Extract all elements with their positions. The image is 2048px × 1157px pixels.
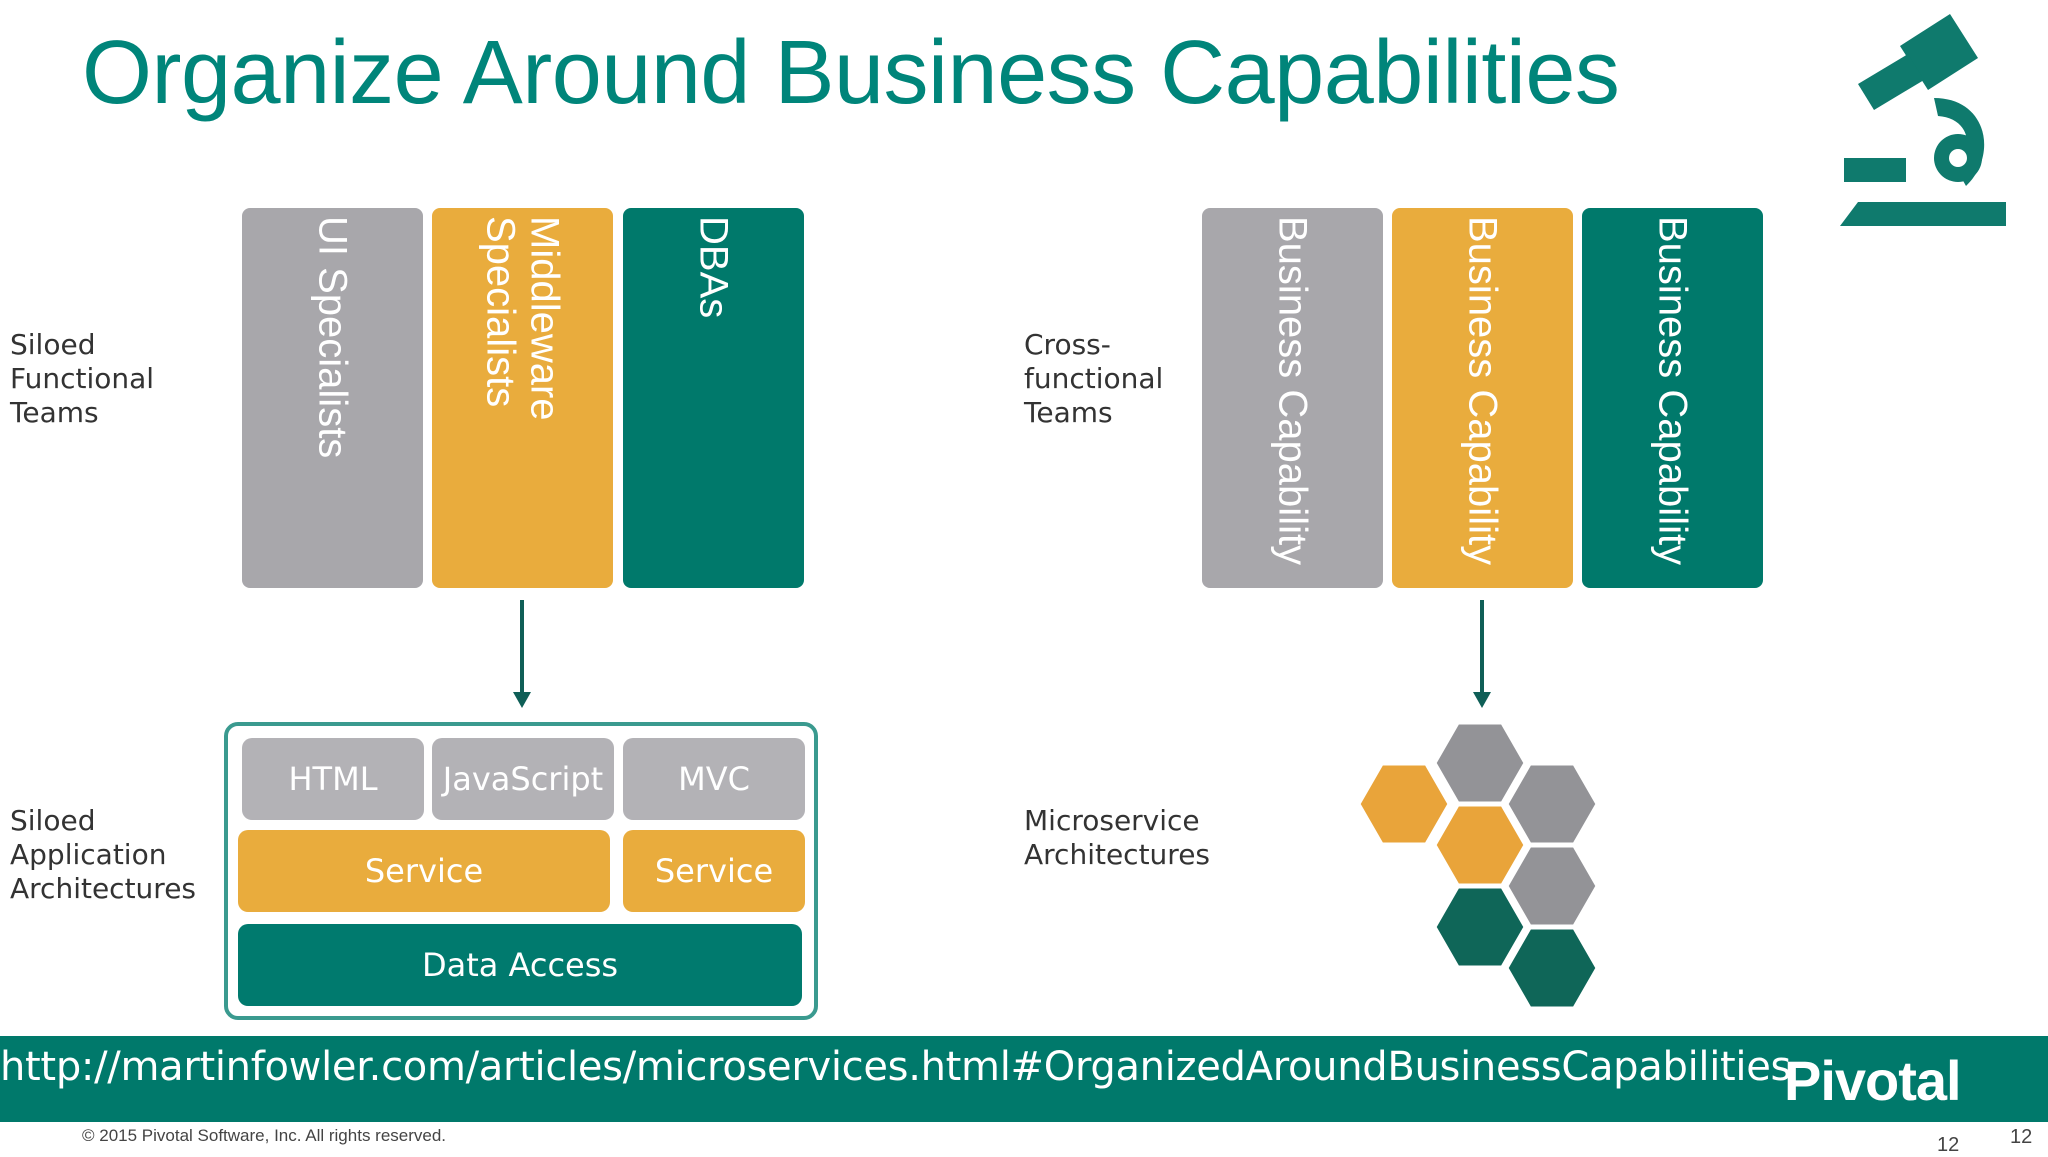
siloed-architecture-stack	[224, 722, 818, 1020]
arrow-left-shaft	[520, 600, 524, 692]
hexagon-orange-center	[1433, 803, 1527, 887]
column-label: Business Capability	[1270, 216, 1315, 566]
mvc-block: MVC	[623, 738, 805, 820]
column-label: UI Specialists	[310, 216, 355, 459]
column-label: Business Capability	[1460, 216, 1505, 566]
html-block: HTML	[242, 738, 424, 820]
column-label: Business Capability	[1650, 216, 1695, 566]
middleware-specialists-column: Middleware Specialists	[432, 208, 613, 588]
column-label: Middleware Specialists	[478, 216, 567, 421]
pivotal-logo: Pivotal	[1784, 1049, 1962, 1112]
copyright-text: © 2015 Pivotal Software, Inc. All rights…	[82, 1126, 447, 1145]
column-label: DBAs	[691, 216, 736, 319]
arrow-left-head	[513, 692, 531, 708]
data-access-block: Data Access	[238, 924, 802, 1006]
javascript-block: JavaScript	[432, 738, 614, 820]
page-title: Organize Around Business Capabilities	[82, 23, 1620, 123]
page-number-faint: 12	[1937, 1134, 1960, 1156]
hexagon-teal-left	[1433, 885, 1527, 969]
business-capability-column-2: Business Capability	[1392, 208, 1573, 588]
siloed-teams-label: Siloed Functional Teams	[10, 328, 155, 429]
hexagon-gray-top	[1433, 721, 1527, 805]
business-capability-column-1: Business Capability	[1202, 208, 1383, 588]
service-block-right: Service	[623, 830, 805, 912]
dbas-column: DBAs	[623, 208, 804, 588]
cross-teams-label: Cross- functional Teams	[1024, 328, 1164, 429]
hexagon-orange-left	[1357, 762, 1451, 846]
microscope-icon	[1838, 6, 2008, 226]
microservices-label: Microservice Architectures	[1024, 804, 1211, 871]
arrow-right-shaft	[1480, 600, 1484, 692]
hexagon-teal-bottom	[1505, 926, 1599, 1010]
business-capability-column-3: Business Capability	[1582, 208, 1763, 588]
ui-specialists-column: UI Specialists	[242, 208, 423, 588]
microservice-hexagons	[1357, 718, 1606, 1010]
service-block-left: Service	[238, 830, 610, 912]
page-number: 12	[2010, 1126, 2033, 1148]
siloed-apps-label: Siloed Application Architectures	[10, 804, 197, 905]
hexagon-gray-lower	[1505, 844, 1599, 928]
footer-bar	[0, 1036, 2048, 1122]
arrow-right-head	[1473, 692, 1491, 708]
reference-url[interactable]: http://martinfowler.com/articles/microse…	[0, 1044, 1792, 1090]
hexagon-gray-right	[1505, 762, 1599, 846]
